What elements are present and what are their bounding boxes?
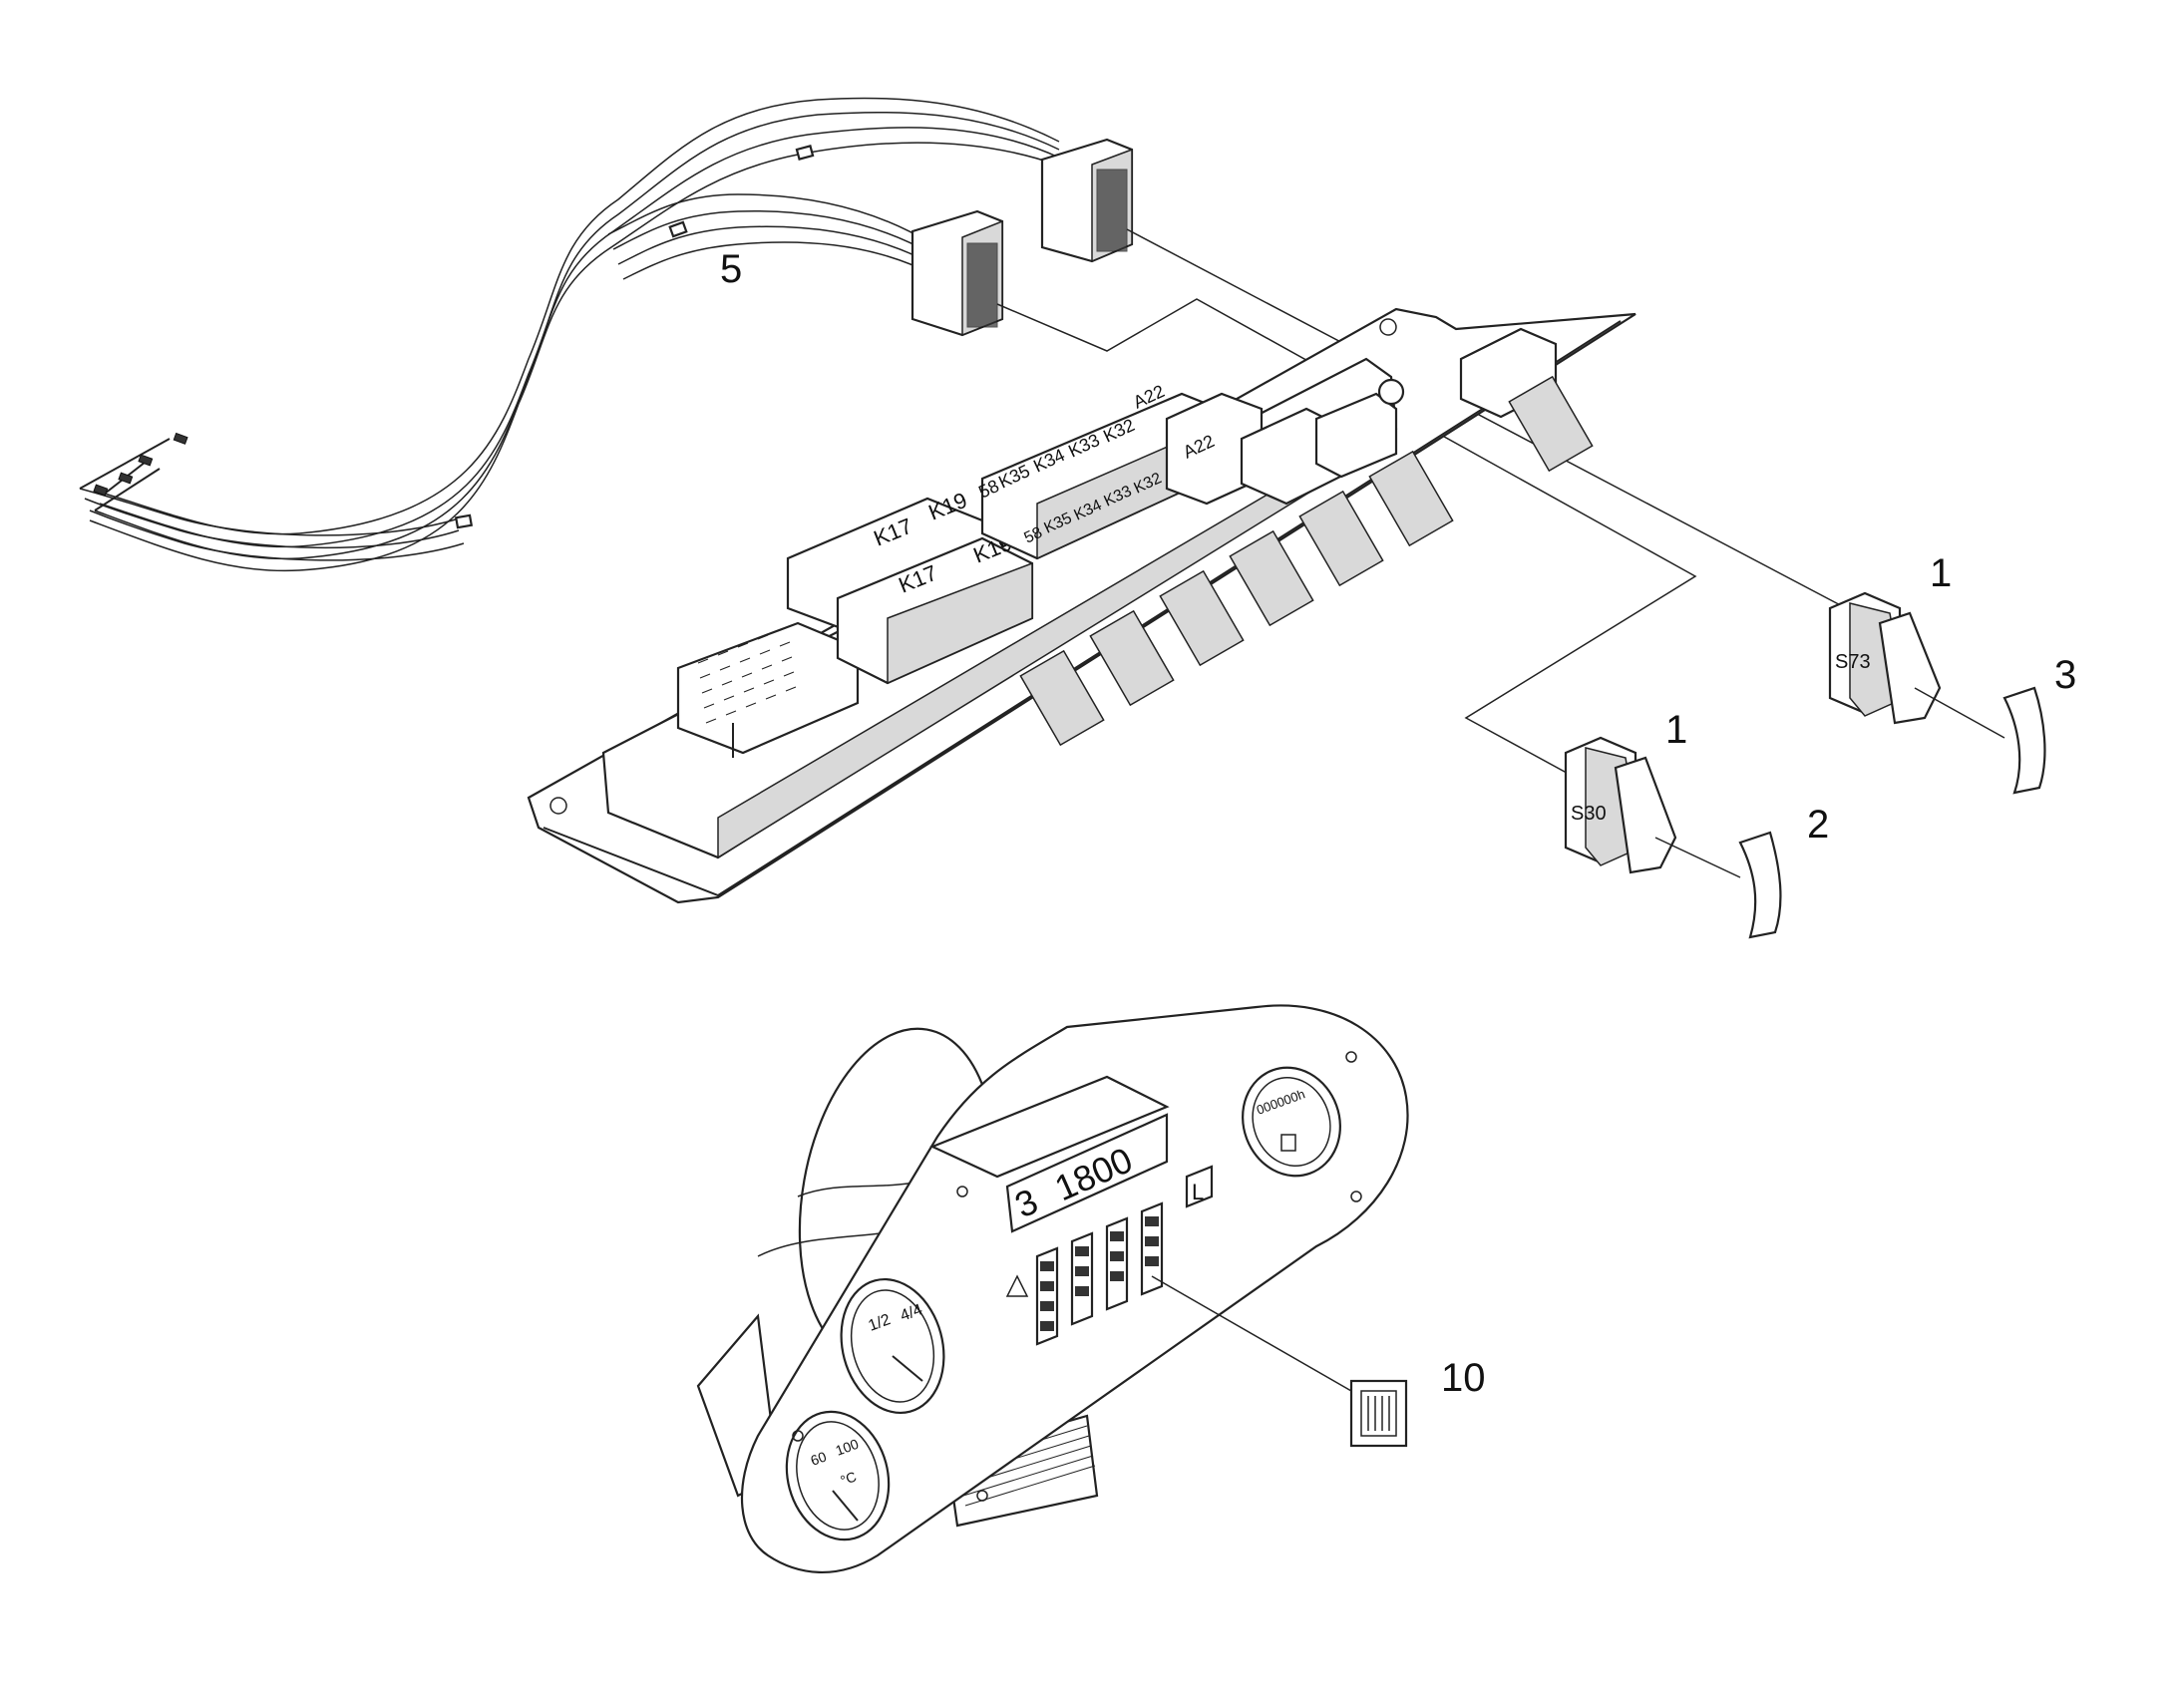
temperature-gauge: 60 100 °C [785, 1410, 891, 1541]
temp-gauge-mark-60: 60 [809, 1448, 829, 1468]
fuse-block [676, 621, 860, 758]
temp-gauge-unit: °C [839, 1468, 859, 1488]
fuel-gauge-mark-half: 1/2 [867, 1311, 894, 1335]
callout-1-lower: 1 [1665, 708, 1687, 752]
harness-connector-lower [910, 209, 1004, 337]
switch-s73: S73 [1828, 591, 2005, 739]
callout-10: 10 [1441, 1356, 1486, 1400]
switch-s73-label: S73 [1835, 651, 1871, 673]
harness-connector-upper [1040, 138, 1134, 263]
relay-console: K17 K19 K17 K19 58 K35 K34 K33 K32 A22 5… [527, 307, 1636, 904]
display-indicator: L [1192, 1180, 1204, 1204]
callout-1-upper: 1 [1930, 551, 1952, 595]
relay-58-front-label: 58 [1022, 524, 1045, 547]
fuel-gauge-mark-full: 4/4 [899, 1301, 925, 1325]
callout-3: 3 [2054, 653, 2076, 697]
temp-gauge-mark-100: 100 [834, 1436, 862, 1459]
instrument-cluster: 3 1800 L 000000h [696, 1004, 1409, 1573]
wiring-harness [79, 97, 1851, 779]
fuel-gauge: 1/2 4/4 [840, 1277, 945, 1415]
callout-5: 5 [720, 247, 742, 291]
switch-s30-label: S30 [1571, 803, 1607, 825]
rocker-switch-row [1019, 375, 1594, 747]
hour-counter-gauge: 000000h [1242, 1066, 1341, 1178]
switch-cover-2 [1738, 831, 1782, 939]
switch-cover-3 [2002, 686, 2046, 795]
relay-row: 58 K35 K34 K33 K32 A22 58 K35 K34 K33 K3… [975, 381, 1264, 560]
relay-k17-k19: K17 K19 K17 K19 [786, 488, 1034, 685]
indicator-lens-10 [1349, 1379, 1408, 1448]
callout-2: 2 [1807, 803, 1829, 847]
warning-light-columns [1005, 1201, 1164, 1346]
switch-s30: S30 [1564, 736, 1741, 878]
